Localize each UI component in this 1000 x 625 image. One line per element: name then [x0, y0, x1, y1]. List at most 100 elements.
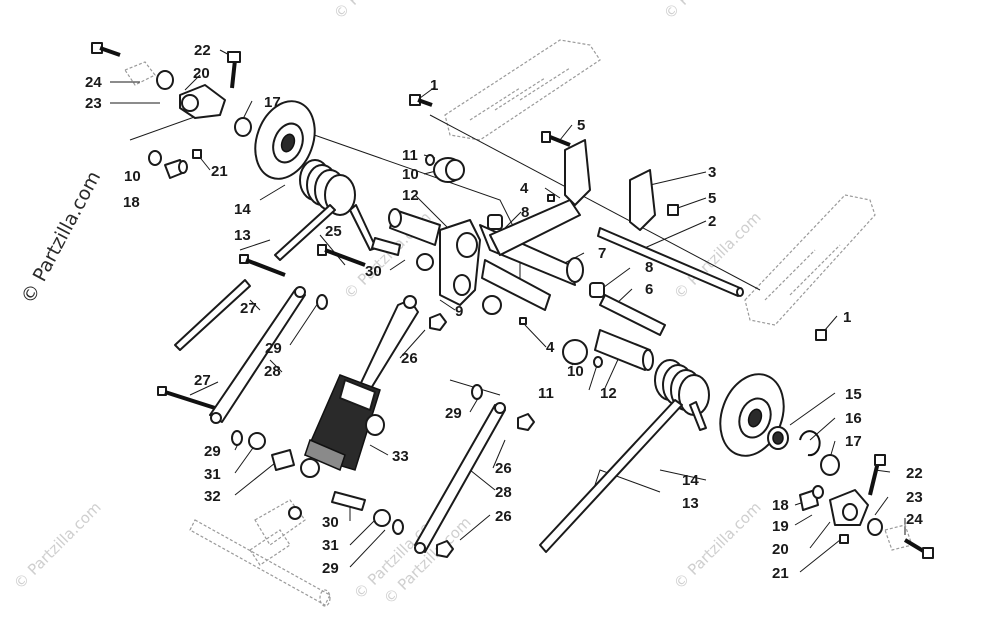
- callout-label: 30: [365, 263, 382, 280]
- callout-label: 1: [843, 309, 851, 326]
- callout-label: 15: [845, 386, 862, 403]
- watermark-text: © Partzilla.com: [10, 498, 105, 593]
- callout-label: 31: [322, 537, 339, 554]
- watermark-text: © Partzilla.com: [330, 0, 425, 23]
- torsion-spring-13-bottom: [539, 359, 710, 553]
- callout-label: 11: [402, 147, 418, 164]
- nut-26-c: [436, 540, 454, 558]
- callout-label: 29: [265, 340, 282, 357]
- rocker-arm-7: [439, 199, 584, 311]
- shaft-6: [599, 294, 666, 336]
- callout-label: 24: [906, 511, 923, 528]
- callout-label: 4: [520, 180, 529, 197]
- callout-label: 18: [772, 497, 789, 514]
- callout-label: 26: [495, 460, 512, 477]
- watermark-text: © Partzilla.com: [670, 498, 765, 593]
- bracket-3: [564, 139, 656, 231]
- frame-rail-top: [444, 39, 601, 141]
- callout-label: 10: [567, 363, 584, 380]
- callout-label: 23: [906, 489, 923, 506]
- washer-17-top: [234, 117, 252, 137]
- callout-label: 20: [193, 65, 210, 82]
- callout-label: 5: [708, 190, 716, 207]
- washer-29-c: [471, 384, 483, 400]
- callout-label: 5: [577, 117, 585, 134]
- sleeve-32: [271, 449, 295, 471]
- pin-21-bottom: [839, 534, 849, 544]
- bracket-20-top: [179, 84, 226, 119]
- bushing-31-a: [248, 432, 266, 450]
- callout-label: 16: [845, 410, 862, 427]
- callout-label: 4: [546, 339, 555, 356]
- callout-label: 17: [264, 94, 281, 111]
- callout-label: 18: [123, 194, 140, 211]
- callout-label: 10: [402, 166, 419, 183]
- bushing-8-top: [487, 214, 503, 230]
- callout-label: 17: [845, 433, 862, 450]
- pin-21-top: [192, 149, 202, 159]
- link-28-left: [209, 286, 306, 424]
- rod-27-top: [174, 279, 251, 351]
- callout-label: 7: [598, 245, 606, 262]
- watermark-side-text: © Partzilla.com: [17, 168, 105, 308]
- idler-wheel-14-top: [254, 100, 316, 180]
- sleeve-30-bottom: [331, 491, 366, 511]
- callout-label: 3: [708, 164, 716, 181]
- callout-label: 20: [772, 541, 789, 558]
- callout-label: 13: [234, 227, 251, 244]
- washer-29-b: [231, 430, 243, 446]
- callout-label: 8: [645, 259, 653, 276]
- bracket-20-bottom: [829, 489, 869, 526]
- bushing-23-bottom: [867, 518, 883, 536]
- callout-label: 1: [430, 77, 438, 94]
- watermark-text: © Partzilla.com: [670, 208, 765, 303]
- washer-29-d: [392, 519, 404, 535]
- frame-rail-bottom: [744, 194, 876, 326]
- callout-label: 12: [600, 385, 617, 402]
- callout-label: 14: [234, 201, 251, 218]
- callout-label: 33: [392, 448, 409, 465]
- washer-19: [812, 485, 824, 499]
- washer-29-a: [316, 294, 328, 310]
- leader-lines: [110, 49, 906, 573]
- callout-label: 21: [211, 163, 228, 180]
- link-28-right: [414, 402, 506, 554]
- callout-label: 26: [495, 508, 512, 525]
- callout-label: 28: [495, 484, 512, 501]
- callout-label: 28: [264, 363, 281, 380]
- callout-label: 29: [204, 443, 221, 460]
- nut-26-b: [517, 413, 535, 431]
- washer-11-top: [425, 154, 435, 166]
- watermark-text: © Partzilla.com: [660, 0, 755, 23]
- washer-17-bottom: [820, 454, 840, 476]
- shaft-2: [597, 227, 744, 297]
- callout-label: 14: [682, 472, 699, 489]
- callout-label: 2: [708, 213, 716, 230]
- bolt-1-top: [409, 94, 433, 107]
- idler-wheel-14-bottom: [719, 373, 785, 457]
- pin-4-bottom: [519, 317, 527, 325]
- callout-label: 31: [204, 466, 221, 483]
- spacer-12-bottom: [594, 329, 654, 371]
- callout-label: 23: [85, 95, 102, 112]
- bolt-24-bottom: [884, 524, 934, 559]
- callout-label: 8: [521, 204, 529, 221]
- bushing-8-mid: [589, 282, 605, 298]
- callout-label: 27: [240, 300, 257, 317]
- callout-label: 22: [906, 465, 923, 482]
- pin-4-top: [547, 194, 555, 202]
- callout-label: 27: [194, 372, 211, 389]
- callout-label: 24: [85, 74, 102, 91]
- cross-shaft-lower: [189, 499, 331, 607]
- bolt-22-bottom: [868, 454, 886, 496]
- bolt-22-top: [227, 51, 241, 89]
- callout-labels: 1 1 2 3 4 4 5 5 6 7 8 8 9 10 10 10 11 11…: [85, 42, 923, 582]
- bushing-31-b: [373, 509, 391, 527]
- retaining-ring-16: [799, 430, 821, 457]
- washer-10-top-left: [148, 150, 162, 166]
- shock-absorber-33: [300, 295, 419, 478]
- bolt-5-right: [667, 204, 679, 216]
- callout-label: 9: [455, 303, 463, 320]
- callout-label: 21: [772, 565, 789, 582]
